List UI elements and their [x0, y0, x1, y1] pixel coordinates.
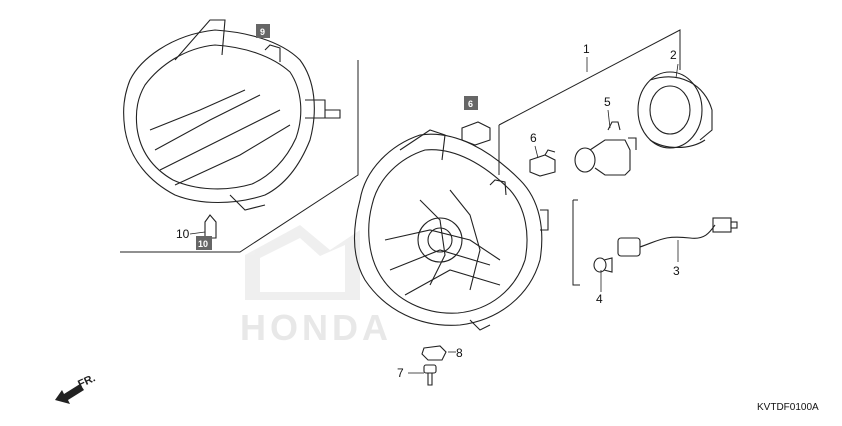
- part-5-bulb: [574, 121, 637, 176]
- callout-7: 7: [397, 366, 404, 380]
- honda-watermark: HONDA: [240, 225, 392, 348]
- callout-2: 2: [670, 48, 677, 62]
- front-arrow-icon: [55, 384, 84, 404]
- svg-text:10: 10: [198, 239, 208, 249]
- callout-10: 10: [176, 227, 190, 241]
- divider-lines: [120, 29, 681, 286]
- watermark-text: HONDA: [240, 307, 392, 348]
- callout-5: 5: [604, 95, 611, 109]
- part-2-cover: [637, 71, 713, 149]
- leader-lines: [189, 57, 679, 374]
- headlight-main: [354, 129, 549, 331]
- svg-text:6: 6: [468, 99, 473, 109]
- part-6-cap: [529, 149, 556, 177]
- boxed-callout-10: 10: [196, 236, 212, 250]
- callout-3: 3: [673, 264, 680, 278]
- boxed-callout-6: 6: [464, 96, 478, 110]
- callout-6: 6: [530, 131, 537, 145]
- front-direction-indicator: FR.: [55, 372, 97, 404]
- part-7-screw: [423, 364, 437, 386]
- callout-8: 8: [456, 346, 463, 360]
- front-label: FR.: [76, 372, 97, 390]
- part-8-clip: [421, 345, 447, 361]
- diagram-code: KVTDF0100A: [757, 402, 819, 413]
- svg-text:9: 9: [260, 27, 265, 37]
- callout-4: 4: [596, 292, 603, 306]
- part-3-harness: [617, 217, 738, 257]
- headlight-upper-view: [123, 19, 341, 211]
- part-10-adjuster: [204, 214, 217, 239]
- part-4-small-bulb: [593, 257, 613, 273]
- boxed-callout-9: 9: [256, 24, 270, 38]
- part-6-boxed-cap: [461, 121, 491, 146]
- callout-1: 1: [583, 42, 590, 56]
